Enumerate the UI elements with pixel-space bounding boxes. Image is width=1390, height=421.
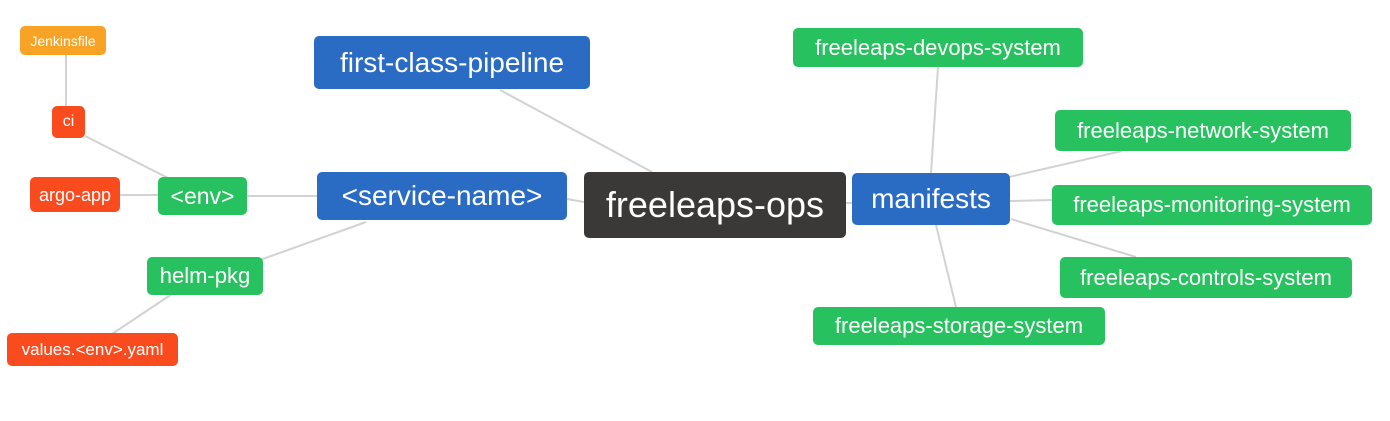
mindmap-node-jenkinsfile[interactable]: Jenkinsfile (20, 26, 106, 55)
mindmap-node-ci[interactable]: ci (52, 106, 85, 138)
edge-service-name-to-helm-pkg (259, 221, 367, 261)
mindmap-node-service-name[interactable]: <service-name> (317, 172, 567, 220)
edge-service-name-to-freeleaps-ops (566, 198, 585, 203)
mindmap-node-manifests[interactable]: manifests (852, 173, 1010, 225)
mindmap-node-freeleaps-storage-system[interactable]: freeleaps-storage-system (813, 307, 1105, 345)
mindmap-node-freeleaps-controls-system[interactable]: freeleaps-controls-system (1060, 257, 1352, 298)
edge-freeleaps-devops-system-to-manifests (930, 66, 939, 174)
mindmap-node-freeleaps-network-system[interactable]: freeleaps-network-system (1055, 110, 1351, 151)
mindmap-node-values-env-yaml[interactable]: values.<env>.yaml (7, 333, 178, 366)
edge-manifests-to-freeleaps-monitoring-system (1009, 199, 1053, 202)
mindmap-node-argo-app[interactable]: argo-app (30, 177, 120, 212)
mindmap-node-helm-pkg[interactable]: helm-pkg (147, 257, 263, 295)
mindmap-node-freeleaps-ops[interactable]: freeleaps-ops (584, 172, 846, 238)
edge-ci-to-env (84, 135, 169, 179)
mindmap-node-freeleaps-devops-system[interactable]: freeleaps-devops-system (793, 28, 1083, 67)
mindmap-node-env[interactable]: <env> (158, 177, 247, 215)
edge-manifests-to-freeleaps-storage-system (935, 224, 957, 308)
mindmap-node-first-class-pipeline[interactable]: first-class-pipeline (314, 36, 590, 89)
edge-first-class-pipeline-to-freeleaps-ops (499, 89, 653, 173)
edge-helm-pkg-to-values-env-yaml (111, 293, 173, 335)
edge-manifests-to-freeleaps-network-system (1008, 150, 1123, 178)
mindmap-node-freeleaps-monitoring-system[interactable]: freeleaps-monitoring-system (1052, 185, 1372, 225)
